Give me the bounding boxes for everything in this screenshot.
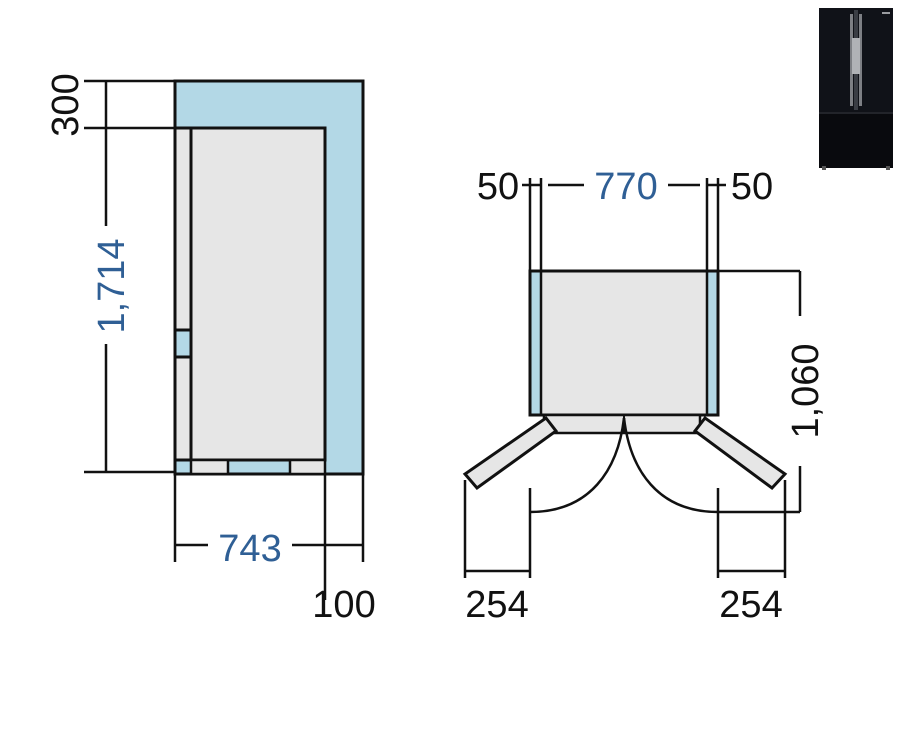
side-lower-door: [173, 355, 193, 462]
top-width-label: 770: [594, 166, 657, 208]
side-height-label: 1,714: [91, 238, 133, 333]
top-left-door-swing-arc: [529, 417, 626, 514]
top-left-clearance-label: 50: [477, 166, 519, 208]
top-depth-dimension: [718, 269, 802, 514]
side-fridge-body: [189, 126, 327, 462]
side-upper-door: [173, 126, 193, 332]
top-right-open-door: [692, 415, 788, 491]
top-left-open-door: [462, 415, 559, 491]
top-depth-label: 1,060: [785, 343, 827, 438]
side-base-left: [189, 458, 230, 476]
top-width-dimension: [522, 178, 726, 271]
top-left-door-swing-label: 254: [465, 584, 528, 626]
fridge-thumbnail-icon: [819, 8, 893, 170]
side-view: 300 1,714 743 100: [45, 73, 376, 626]
top-right-door-swing-label: 254: [719, 584, 782, 626]
side-vertical-dimension: [84, 79, 191, 474]
side-base-right: [288, 458, 327, 476]
side-depth-label: 743: [218, 528, 281, 570]
top-fridge-body: [541, 271, 707, 415]
side-top-clearance-label: 300: [45, 73, 87, 136]
top-right-clearance-label: 50: [731, 166, 773, 208]
top-right-door-swing-arc: [622, 417, 719, 514]
side-back-clearance-label: 100: [312, 584, 375, 626]
top-view: 50 770 50 1,060 254 254: [462, 166, 827, 626]
side-horizontal-dimension: [173, 474, 365, 600]
top-door-swing-dimensions: [463, 480, 787, 578]
top-left-clearance: [530, 271, 541, 415]
top-right-clearance: [707, 271, 718, 415]
